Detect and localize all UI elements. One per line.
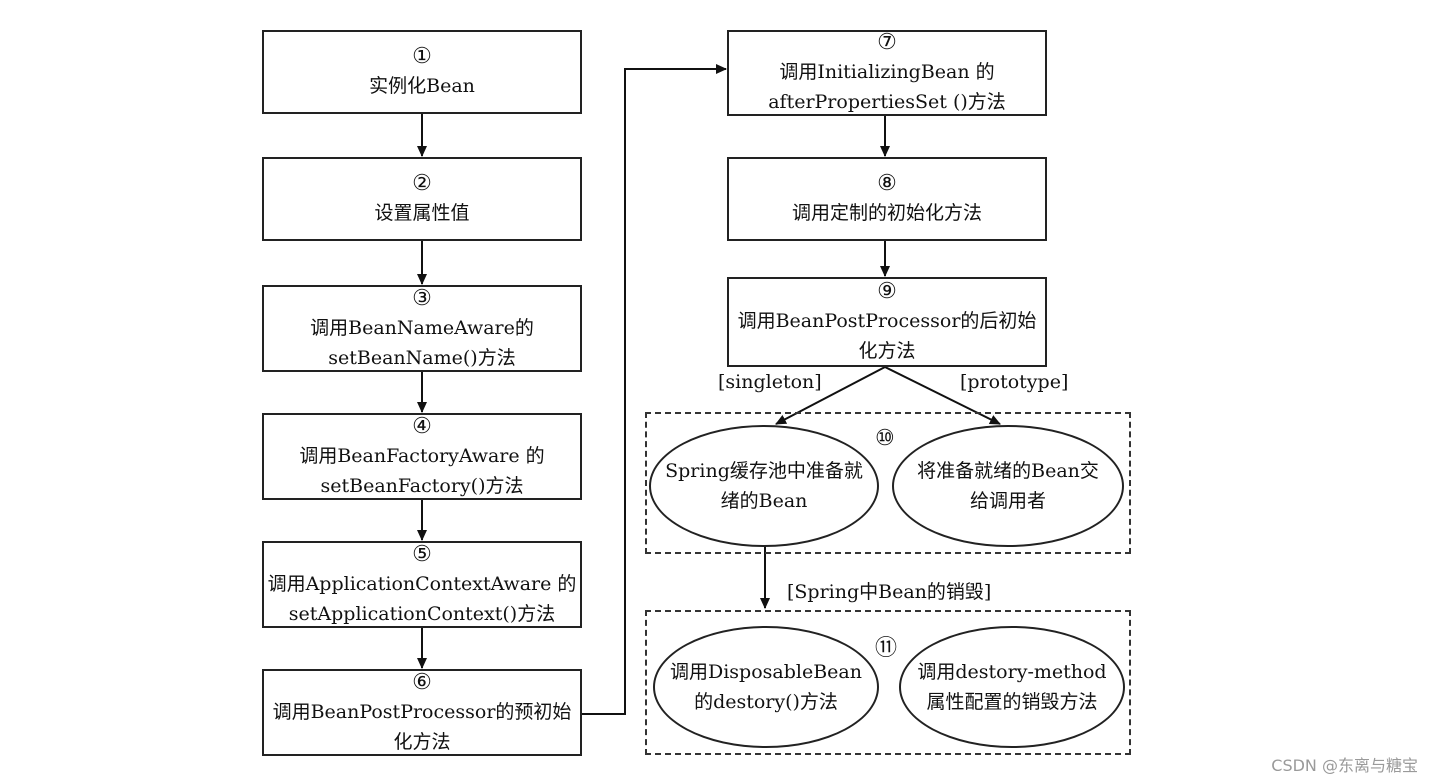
destroy-method-ellipse: 调用destory-method属性配置的销毁方法 <box>899 626 1125 748</box>
step-9-number: ⑨ <box>877 279 897 304</box>
disposable-bean-text: 调用DisposableBean的destory()方法 <box>670 661 862 713</box>
step-4-line2: setBeanFactory()方法 <box>320 474 524 497</box>
ready-bean-cache-text: Spring缓存池中准备就绪的Bean <box>665 460 863 512</box>
step-1-box: ① 实例化Bean <box>262 30 582 114</box>
step-3-line2: setBeanName()方法 <box>328 346 516 369</box>
step-2-box: ② 设置属性值 <box>262 157 582 241</box>
group-10-number: ⑩ <box>875 426 895 451</box>
step-9-line2: 化方法 <box>858 340 916 362</box>
group-11-number: ⑪ <box>875 636 898 661</box>
step-6-box: ⑥ 调用BeanPostProcessor的预初始 化方法 <box>262 669 582 756</box>
singleton-label: [singleton] <box>718 371 822 393</box>
destroy-method-text: 调用destory-method属性配置的销毁方法 <box>917 661 1107 713</box>
step-7-number: ⑦ <box>877 30 897 55</box>
arrow-prototype <box>884 366 1001 425</box>
step-2-text: 设置属性值 <box>374 202 470 224</box>
disposable-bean-ellipse: 调用DisposableBean的destory()方法 <box>653 626 879 748</box>
bean-to-caller-ellipse: 将准备就绪的Bean交给调用者 <box>892 425 1124 547</box>
destroy-label: [Spring中Bean的销毁] <box>787 581 992 603</box>
step-2-number: ② <box>412 171 432 196</box>
step-4-number: ④ <box>412 413 432 439</box>
step-4-line1: 调用BeanFactoryAware 的 <box>299 444 545 467</box>
ready-bean-cache-ellipse: Spring缓存池中准备就绪的Bean <box>649 425 879 547</box>
bean-to-caller-text: 将准备就绪的Bean交给调用者 <box>917 460 1099 512</box>
step-5-box: ⑤ 调用ApplicationContextAware 的 setApplica… <box>262 541 582 628</box>
step-5-line2: setApplicationContext()方法 <box>288 602 556 625</box>
step-9-line1: 调用BeanPostProcessor的后初始 <box>737 310 1037 332</box>
step-4-box: ④ 调用BeanFactoryAware 的 setBeanFactory()方… <box>262 413 582 500</box>
step-1-text: 实例化Bean <box>369 75 475 97</box>
step-8-text: 调用定制的初始化方法 <box>791 202 982 224</box>
step-3-line1: 调用BeanNameAware的 <box>310 316 534 339</box>
arrow-singleton <box>775 366 886 425</box>
step-5-line1: 调用ApplicationContextAware 的 <box>267 572 577 595</box>
step-6-number: ⑥ <box>412 669 432 695</box>
step-7-line1: 调用InitializingBean 的 <box>779 61 995 83</box>
step-7-box: ⑦ 调用InitializingBean 的 afterPropertiesSe… <box>727 30 1047 116</box>
group-10-container <box>645 412 1131 554</box>
watermark: CSDN @东离与糖宝 <box>1271 756 1418 775</box>
step-3-box: ③ 调用BeanNameAware的 setBeanName()方法 <box>262 285 582 372</box>
step-9-box: ⑨ 调用BeanPostProcessor的后初始 化方法 <box>727 277 1047 367</box>
step-8-box: ⑧ 调用定制的初始化方法 <box>727 157 1047 241</box>
step-7-line2: afterPropertiesSet ()方法 <box>768 91 1006 113</box>
step-6-line2: 化方法 <box>393 730 451 753</box>
prototype-label: [prototype] <box>960 371 1069 393</box>
group-11-container <box>645 610 1131 755</box>
step-6-line1: 调用BeanPostProcessor的预初始 <box>272 700 572 723</box>
arrow-6-7 <box>581 64 727 715</box>
step-1-number: ① <box>412 44 432 69</box>
step-3-number: ③ <box>412 285 432 311</box>
step-5-number: ⑤ <box>412 541 432 567</box>
step-8-number: ⑧ <box>877 171 897 196</box>
